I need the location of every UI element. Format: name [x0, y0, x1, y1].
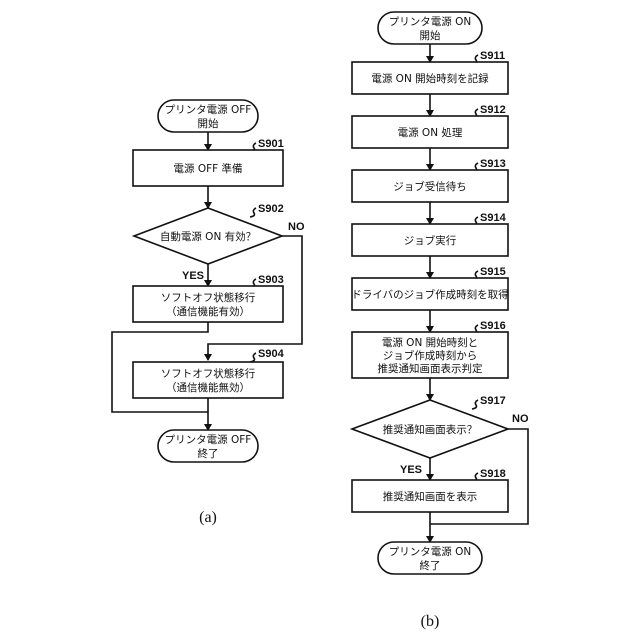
caption-a: (a) [199, 509, 217, 526]
step-label-s911: S911 [480, 50, 505, 62]
process-s912-text: 電源 ON 処理 [398, 126, 463, 139]
label-leader-s904 [250, 353, 256, 362]
branch-no-a: NO [288, 221, 305, 233]
decision-s917-text: 推奨通知画面表示？ [383, 423, 478, 436]
branch-yes-b: YES [400, 464, 422, 476]
step-label-s901: S901 [258, 138, 284, 150]
process-s918-text: 推奨通知画面を表示 [383, 490, 478, 503]
step-label-s914: S914 [480, 212, 507, 224]
process-s901-text: 電源 OFF 準備 [173, 162, 242, 175]
step-label-s913: S913 [480, 158, 506, 170]
flowchart-a: プリンタ電源 OFF 開始 S901 電源 OFF 準備 S902 自動電源 O… [112, 100, 305, 526]
terminal-start-a-line2: 開始 [198, 117, 219, 130]
step-label-s903: S903 [258, 274, 284, 286]
process-s916-line2: ジョブ作成時刻から [383, 349, 478, 362]
process-s903-line1: ソフトオフ状態移行 [161, 291, 256, 304]
terminal-start-b-line1: プリンタ電源 ON [389, 15, 471, 28]
decision-s902-text: 自動電源 ON 有効？ [160, 230, 256, 243]
process-s916-line3: 推奨通知画面表示判定 [378, 362, 483, 375]
step-label-s902: S902 [258, 203, 284, 215]
label-leader-s902 [250, 208, 256, 217]
step-label-s916: S916 [480, 320, 506, 332]
terminal-end-b-line2: 終了 [420, 559, 441, 572]
process-s904-line1: ソフトオフ状態移行 [161, 367, 256, 380]
terminal-start-b-line2: 開始 [420, 29, 441, 42]
branch-yes-a: YES [182, 270, 204, 282]
caption-b: (b) [421, 613, 440, 630]
terminal-end-b-line1: プリンタ電源 ON [389, 545, 471, 558]
terminal-end-a-line2: 終了 [198, 447, 219, 460]
step-label-s915: S915 [480, 266, 506, 278]
process-s904-line2: （通信機能無効） [166, 381, 250, 394]
step-label-s918: S918 [480, 468, 506, 480]
branch-no-b: NO [512, 413, 529, 425]
process-s911-text: 電源 ON 開始時刻を記録 [371, 72, 489, 85]
step-label-s904: S904 [258, 348, 285, 360]
terminal-end-a-line1: プリンタ電源 OFF [165, 433, 252, 446]
step-label-s917: S917 [480, 395, 506, 407]
process-s903-line2: （通信機能有効） [166, 305, 250, 318]
process-s915-text: ドライバのジョブ作成時刻を取得 [351, 288, 508, 301]
flowchart-b: プリンタ電源 ON 開始 S911 電源 ON 開始時刻を記録 S912 電源 … [351, 12, 529, 630]
process-s914-text: ジョブ実行 [404, 234, 457, 247]
process-s913-text: ジョブ受信待ち [393, 180, 467, 193]
step-label-s912: S912 [480, 104, 506, 116]
terminal-start-a-line1: プリンタ電源 OFF [165, 103, 252, 116]
process-s916-line1: 電源 ON 開始時刻と [382, 336, 478, 349]
label-leader-s917 [472, 400, 478, 409]
